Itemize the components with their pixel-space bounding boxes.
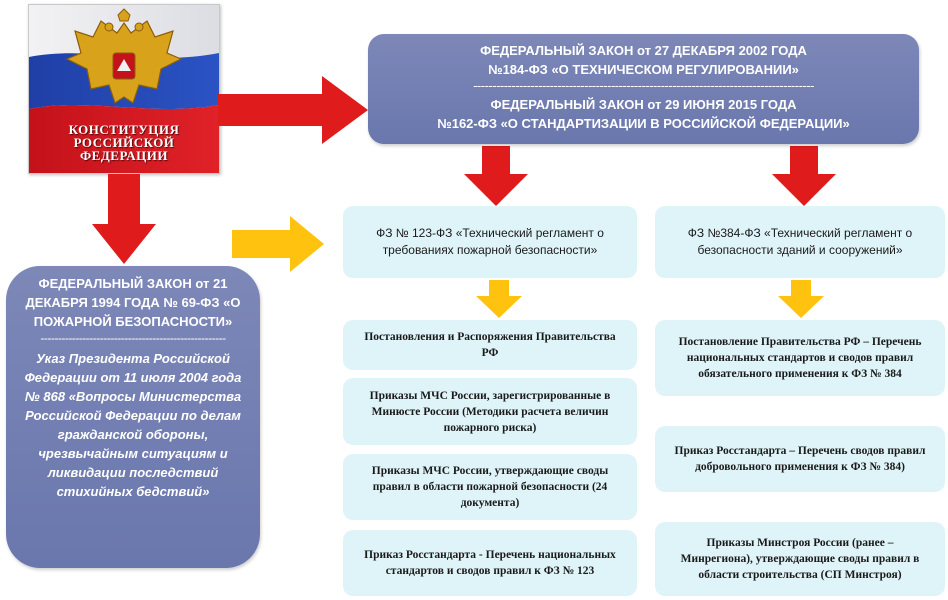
document-box: Приказ Росстандарта - Перечень националь… bbox=[343, 530, 637, 596]
arrow-right-yellow-icon bbox=[232, 216, 324, 272]
document-box: Постановление Правительства РФ – Перечен… bbox=[655, 320, 945, 396]
federal-law-box-fire-safety: ФЕДЕРАЛЬНЫЙ ЗАКОН от 21 ДЕКАБРЯ 1994 ГОД… bbox=[6, 266, 260, 568]
document-box: Постановления и Распоряжения Правительст… bbox=[343, 320, 637, 370]
regulation-title: ФЗ №384-ФЗ «Технический регламент о безо… bbox=[687, 226, 913, 257]
federal-law-box-technical-regulation: ФЕДЕРАЛЬНЫЙ ЗАКОН от 27 ДЕКАБРЯ 2002 ГОД… bbox=[368, 34, 919, 144]
document-box: Приказы Минстроя России (ранее – Минреги… bbox=[655, 522, 945, 596]
separator: ----------------------------------------… bbox=[40, 331, 226, 345]
arrow-right-red-icon bbox=[218, 76, 370, 144]
document-box: Приказы МЧС России, утверждающие своды п… bbox=[343, 454, 637, 520]
document-box: Приказ Росстандарта – Перечень сводов пр… bbox=[655, 426, 945, 492]
document-text: Приказы МЧС России, утверждающие своды п… bbox=[371, 465, 609, 509]
arrow-down-red-icon bbox=[464, 146, 528, 206]
coat-of-arms-icon bbox=[65, 8, 183, 104]
document-box: Приказы МЧС России, зарегистрированные в… bbox=[343, 378, 637, 445]
constitution-caption-line: ФЕДЕРАЦИИ bbox=[80, 148, 168, 163]
separator: ----------------------------------------… bbox=[473, 79, 814, 93]
document-text: Приказы МЧС России, зарегистрированные в… bbox=[369, 389, 611, 434]
regulation-box-buildings: ФЗ №384-ФЗ «Технический регламент о безо… bbox=[655, 206, 945, 278]
law-title: №162-ФЗ «О СТАНДАРТИЗАЦИИ В РОССИЙСКОЙ Ф… bbox=[437, 116, 850, 131]
document-text: Постановление Правительства РФ – Перечен… bbox=[678, 336, 922, 380]
arrow-down-red-icon bbox=[772, 146, 836, 206]
law-title: №184-ФЗ «О ТЕХНИЧЕСКОМ РЕГУЛИРОВАНИИ» bbox=[488, 62, 799, 77]
arrow-down-yellow-icon bbox=[476, 280, 522, 318]
constitution-caption: КОНСТИТУЦИЯ РОССИЙСКОЙ ФЕДЕРАЦИИ bbox=[29, 123, 219, 162]
constitution-caption-line: РОССИЙСКОЙ bbox=[73, 135, 175, 150]
document-text: Приказ Росстандарта – Перечень сводов пр… bbox=[674, 445, 926, 473]
arrow-down-red-icon bbox=[92, 174, 156, 264]
regulation-title: ФЗ № 123-ФЗ «Технический регламент о тре… bbox=[376, 226, 604, 257]
law-title: ФЕДЕРАЛЬНЫЙ ЗАКОН от 29 ИЮНЯ 2015 ГОДА bbox=[490, 97, 797, 112]
arrow-down-yellow-icon bbox=[778, 280, 824, 318]
regulation-box-fire-safety: ФЗ № 123-ФЗ «Технический регламент о тре… bbox=[343, 206, 637, 278]
law-title: ФЕДЕРАЛЬНЫЙ ЗАКОН от 21 ДЕКАБРЯ 1994 ГОД… bbox=[25, 276, 241, 329]
law-title: ФЕДЕРАЛЬНЫЙ ЗАКОН от 27 ДЕКАБРЯ 2002 ГОД… bbox=[480, 43, 807, 58]
constitution-caption-line: КОНСТИТУЦИЯ bbox=[68, 122, 180, 137]
russian-flag-icon bbox=[29, 5, 219, 173]
presidential-decree-text: Указ Президента Российской Федерации от … bbox=[24, 351, 242, 499]
document-text: Приказы Минстроя России (ранее – Минреги… bbox=[680, 537, 920, 581]
document-text: Постановления и Распоряжения Правительст… bbox=[364, 331, 616, 359]
constitution-image: КОНСТИТУЦИЯ РОССИЙСКОЙ ФЕДЕРАЦИИ bbox=[28, 4, 220, 174]
document-text: Приказ Росстандарта - Перечень националь… bbox=[364, 549, 616, 577]
